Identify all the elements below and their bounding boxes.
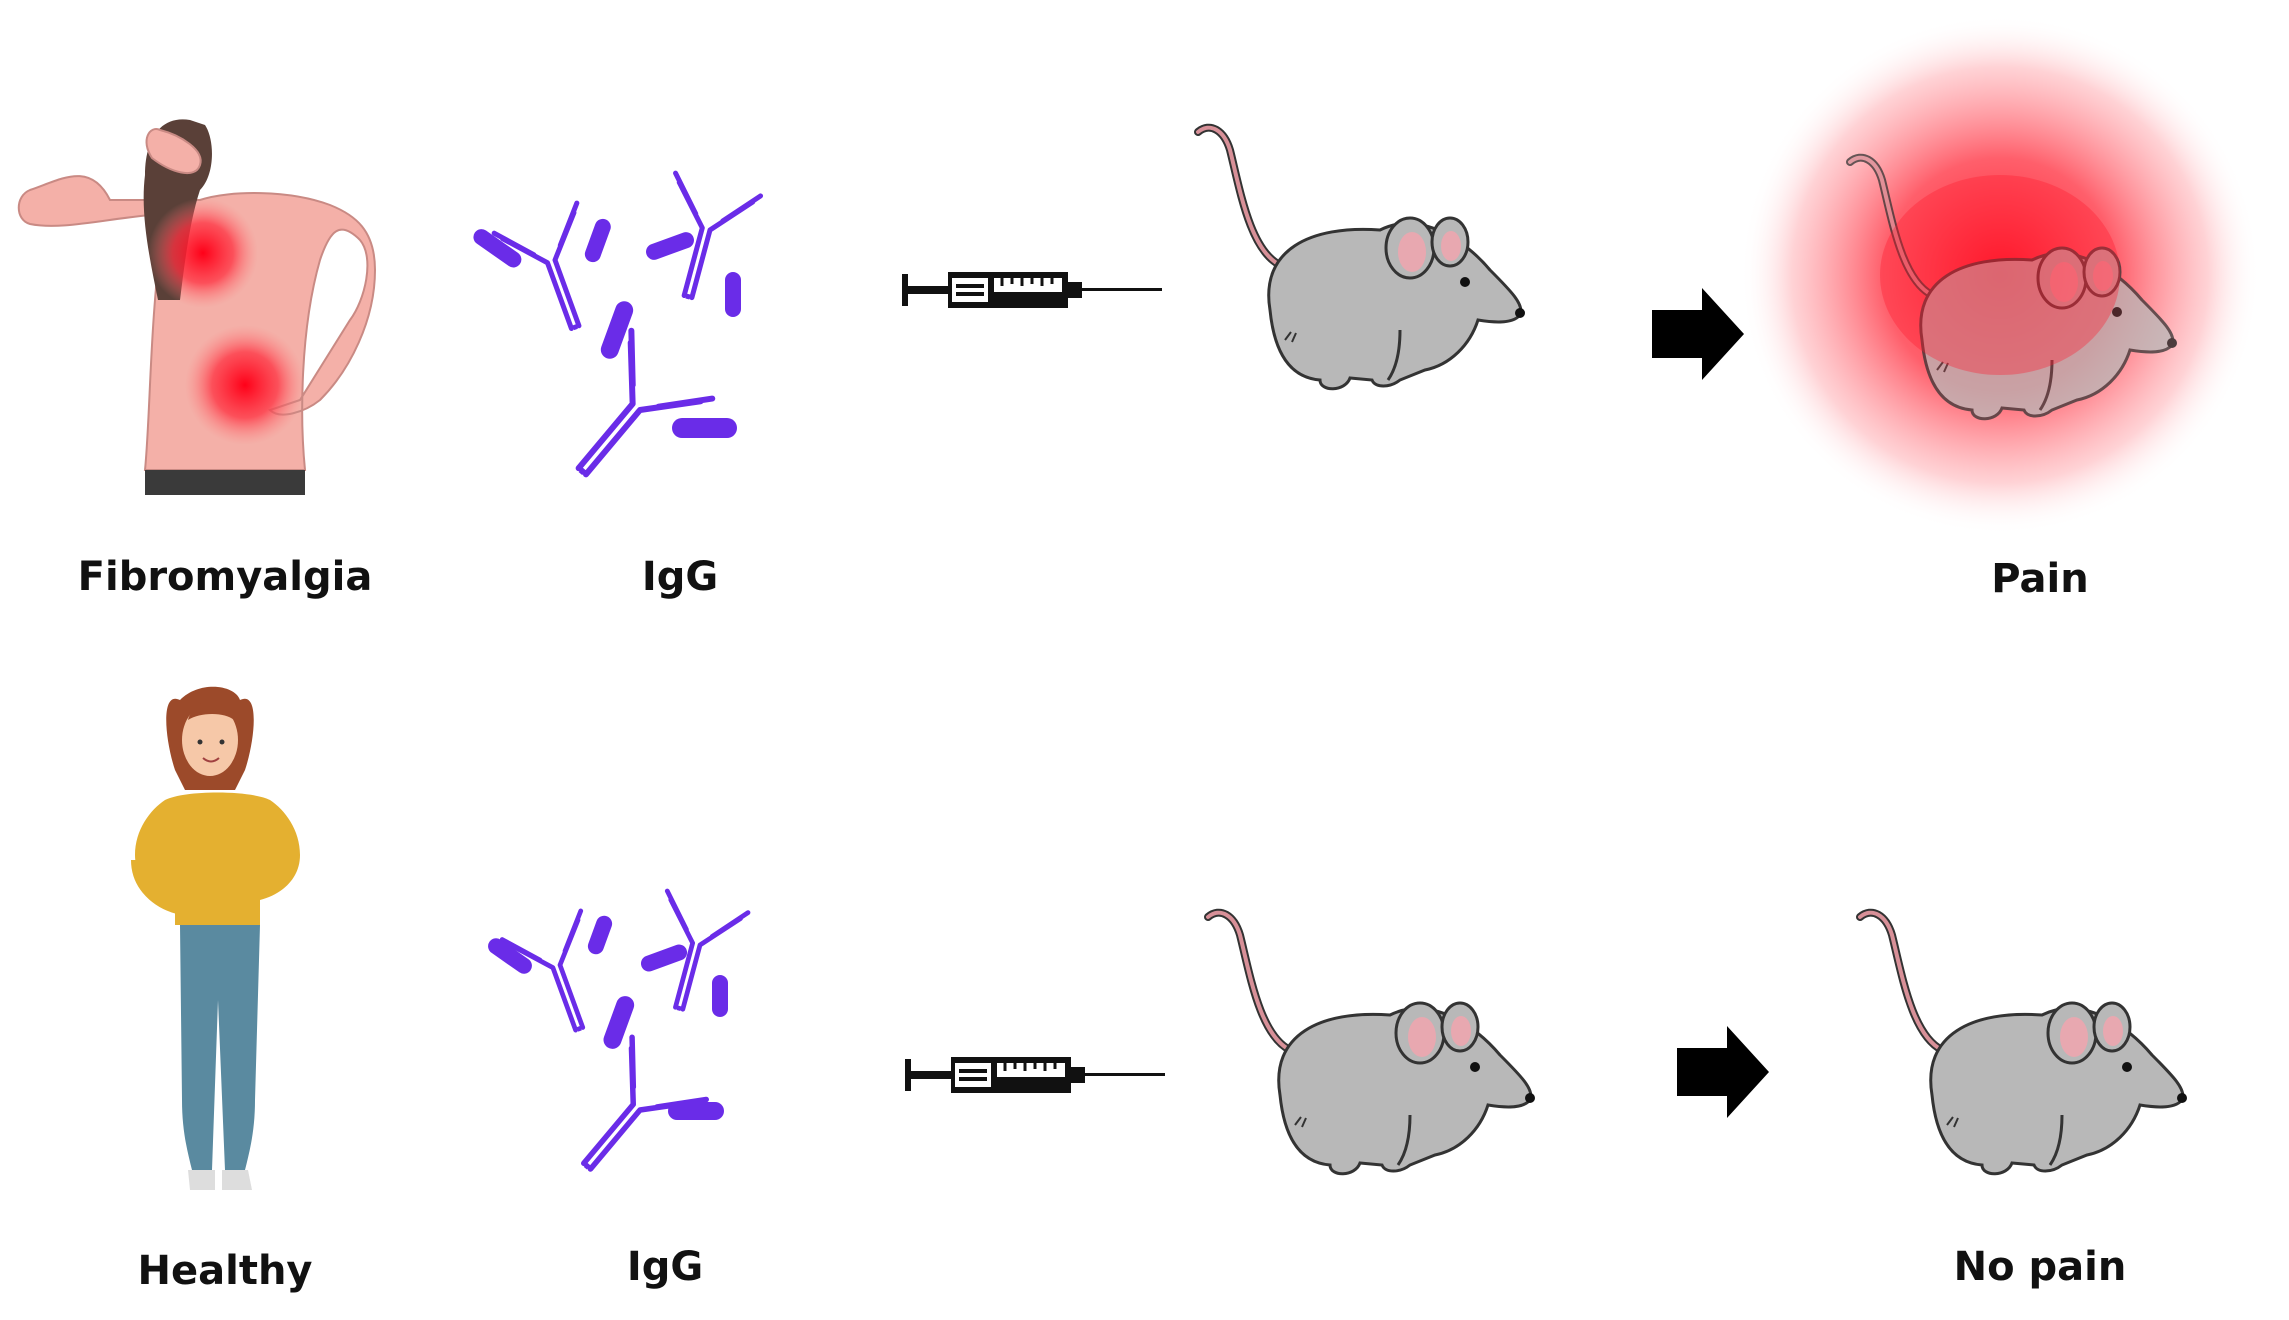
fibromyalgia-person-illustration — [17, 119, 377, 495]
syringe-icon — [903, 1055, 1167, 1095]
label-fibromyalgia: Fibromyalgia — [77, 554, 373, 600]
syringe-icon — [900, 270, 1164, 310]
arrow-icon — [1677, 1026, 1769, 1118]
label-pain: Pain — [1991, 556, 2089, 602]
igg-antibodies-row1 — [473, 173, 760, 505]
label-healthy: Healthy — [137, 1248, 313, 1294]
mouse-injected-row1 — [1198, 128, 1525, 389]
mouse-pain-outcome — [1740, 15, 2260, 535]
arrow-icon — [1652, 288, 1744, 380]
label-igg-row1: IgG — [641, 554, 719, 600]
label-igg-row2: IgG — [626, 1244, 704, 1290]
mouse-injected-row2 — [1208, 913, 1535, 1174]
igg-antibodies-row2 — [488, 891, 748, 1197]
healthy-person-illustration — [131, 686, 300, 1190]
mouse-no-pain-outcome — [1860, 913, 2187, 1174]
label-no-pain: No pain — [1953, 1244, 2127, 1290]
